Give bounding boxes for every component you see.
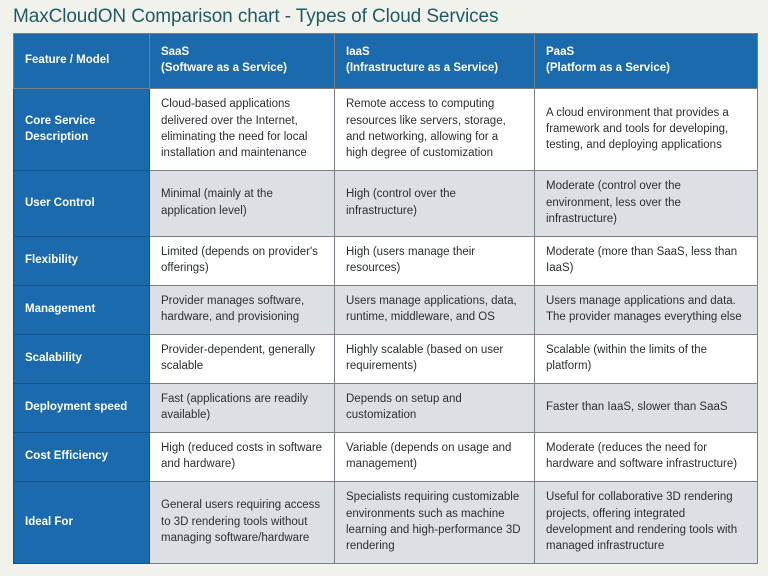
- cell-flexibility-iaas: High (users manage their resources): [334, 235, 535, 286]
- column-header-saas: SaaS (Software as a Service): [149, 33, 335, 89]
- row-header-cost-efficiency: Cost Efficiency: [13, 431, 150, 482]
- table-row: Deployment speed Fast (applications are …: [13, 382, 758, 433]
- cell-management-saas: Provider manages software, hardware, and…: [149, 284, 335, 335]
- table-body: Core Service Description Cloud-based app…: [13, 87, 758, 565]
- row-header-user-control: User Control: [13, 170, 150, 237]
- cell-management-paas: Users manage applications and data. The …: [534, 284, 758, 335]
- cell-scalability-iaas: Highly scalable (based on user requireme…: [334, 333, 535, 384]
- table-row: Flexibility Limited (depends on provider…: [13, 235, 758, 286]
- table-header: Feature / Model SaaS (Software as a Serv…: [13, 33, 758, 89]
- row-header-flexibility: Flexibility: [13, 235, 150, 286]
- table-header-row: Feature / Model SaaS (Software as a Serv…: [13, 33, 758, 89]
- row-header-core-service-description: Core Service Description: [13, 87, 150, 172]
- cell-user-control-iaas: High (control over the infrastructure): [334, 170, 535, 237]
- cell-deployment-speed-paas: Faster than IaaS, slower than SaaS: [534, 382, 758, 433]
- cell-ideal-for-saas: General users requiring access to 3D ren…: [149, 480, 335, 565]
- cell-scalability-paas: Scalable (within the limits of the platf…: [534, 333, 758, 384]
- table-row: User Control Minimal (mainly at the appl…: [13, 170, 758, 237]
- cell-management-iaas: Users manage applications, data, runtime…: [334, 284, 535, 335]
- cell-user-control-saas: Minimal (mainly at the application level…: [149, 170, 335, 237]
- column-header-feature-line1: Feature / Model: [25, 53, 110, 66]
- row-header-deployment-speed: Deployment speed: [13, 382, 150, 433]
- row-header-scalability: Scalability: [13, 333, 150, 384]
- cell-cost-efficiency-saas: High (reduced costs in software and hard…: [149, 431, 335, 482]
- cell-scalability-saas: Provider-dependent, generally scalable: [149, 333, 335, 384]
- comparison-table: Feature / Model SaaS (Software as a Serv…: [13, 33, 758, 565]
- column-header-iaas-line1: IaaS: [346, 45, 370, 58]
- table-row: Scalability Provider-dependent, generall…: [13, 333, 758, 384]
- comparison-table-wrapper: Feature / Model SaaS (Software as a Serv…: [13, 33, 758, 565]
- column-header-feature: Feature / Model: [13, 33, 150, 89]
- table-row: Core Service Description Cloud-based app…: [13, 87, 758, 172]
- table-row: Ideal For General users requiring access…: [13, 480, 758, 565]
- table-row: Cost Efficiency High (reduced costs in s…: [13, 431, 758, 482]
- cell-core-service-description-paas: A cloud environment that provides a fram…: [534, 87, 758, 172]
- column-header-paas-line2: (Platform as a Service): [546, 61, 671, 74]
- page-title: MaxCloudON Comparison chart - Types of C…: [13, 6, 499, 27]
- column-header-saas-line2: (Software as a Service): [161, 61, 287, 74]
- cell-cost-efficiency-paas: Moderate (reduces the need for hardware …: [534, 431, 758, 482]
- column-header-paas-line1: PaaS: [546, 45, 575, 58]
- cell-ideal-for-paas: Useful for collaborative 3D rendering pr…: [534, 480, 758, 565]
- cell-deployment-speed-saas: Fast (applications are readily available…: [149, 382, 335, 433]
- cell-cost-efficiency-iaas: Variable (depends on usage and managemen…: [334, 431, 535, 482]
- column-header-paas: PaaS (Platform as a Service): [534, 33, 758, 89]
- column-header-iaas: IaaS (Infrastructure as a Service): [334, 33, 535, 89]
- column-header-iaas-line2: (Infrastructure as a Service): [346, 61, 499, 74]
- row-header-management: Management: [13, 284, 150, 335]
- cell-ideal-for-iaas: Specialists requiring customizable envir…: [334, 480, 535, 565]
- row-header-ideal-for: Ideal For: [13, 480, 150, 565]
- table-row: Management Provider manages software, ha…: [13, 284, 758, 335]
- cell-flexibility-saas: Limited (depends on provider's offerings…: [149, 235, 335, 286]
- cell-flexibility-paas: Moderate (more than SaaS, less than IaaS…: [534, 235, 758, 286]
- cell-core-service-description-saas: Cloud-based applications delivered over …: [149, 87, 335, 172]
- cell-deployment-speed-iaas: Depends on setup and customization: [334, 382, 535, 433]
- cell-user-control-paas: Moderate (control over the environment, …: [534, 170, 758, 237]
- column-header-saas-line1: SaaS: [161, 45, 190, 58]
- cell-core-service-description-iaas: Remote access to computing resources lik…: [334, 87, 535, 172]
